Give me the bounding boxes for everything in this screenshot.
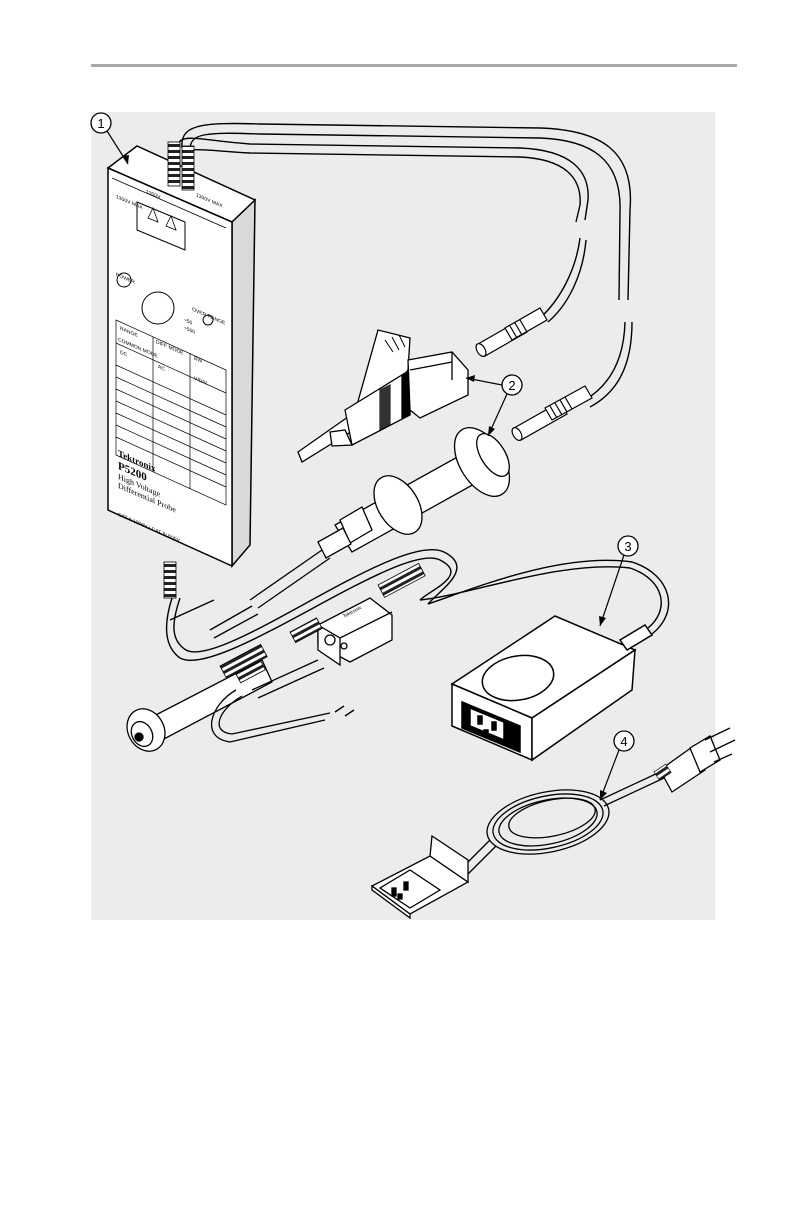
interface-adapter	[212, 563, 426, 742]
lead-connector-upper	[474, 308, 547, 358]
callout-1: 1	[91, 113, 129, 164]
probe-tip-assembly	[250, 418, 521, 608]
lead-connector-lower	[510, 386, 592, 442]
callout-3-label: 3	[624, 539, 631, 554]
alligator-clip	[298, 330, 468, 462]
callout-4: 4	[600, 731, 634, 800]
probe-body	[108, 142, 255, 598]
bnc-connector	[120, 644, 272, 757]
callout-2-label: 2	[508, 378, 515, 393]
callout-2: 2	[466, 375, 522, 436]
callout-4-label: 4	[620, 734, 627, 749]
callout-1-label: 1	[97, 116, 104, 131]
callout-3: 3	[599, 536, 638, 626]
ac-power-cord	[372, 728, 735, 918]
